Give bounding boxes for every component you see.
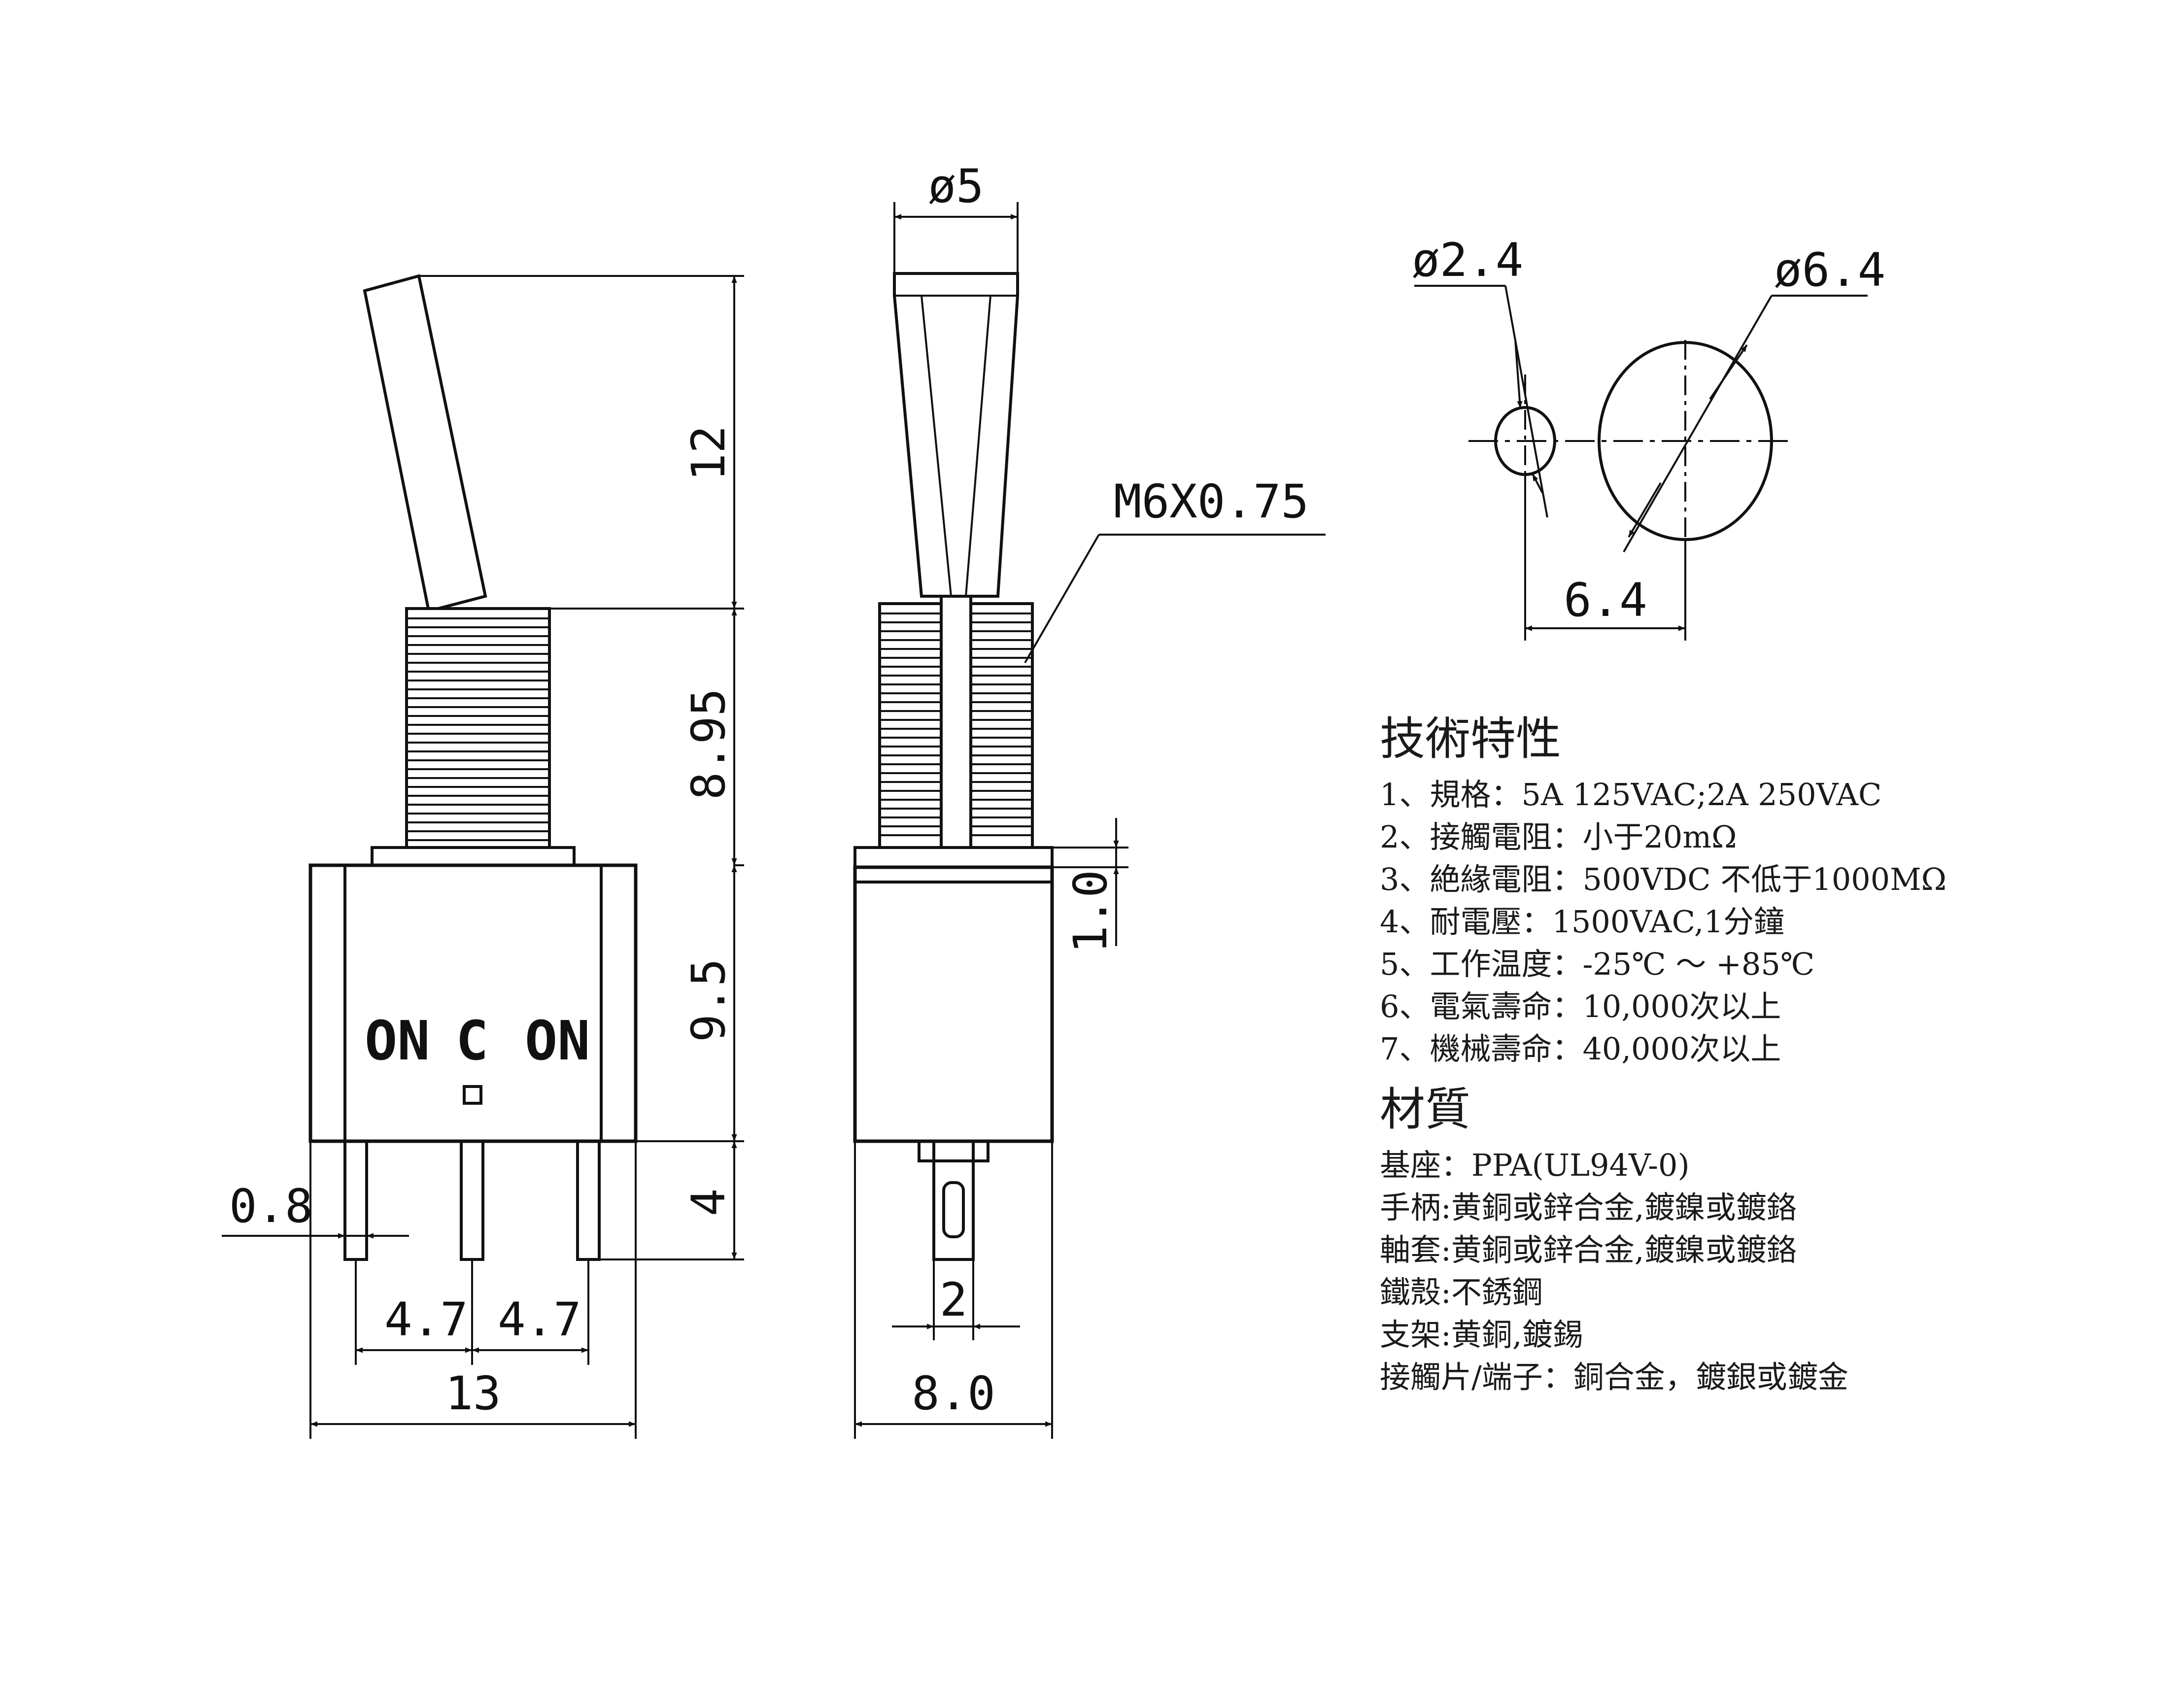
center-marker-square xyxy=(463,1085,482,1105)
dim-bushing-height: 8.95 xyxy=(682,688,736,800)
side-lever xyxy=(893,272,1019,598)
material-bushing: 軸套:黄銅或鋅合金,鍍鎳或鍍鉻 xyxy=(1380,1232,1797,1268)
dim-lever-height: 12 xyxy=(682,425,736,481)
material-shell: 鐵殼:不銹鋼 xyxy=(1380,1274,1543,1310)
spec-mechanical-life: 7、機械壽命：40,000次以上 xyxy=(1380,1031,1781,1067)
spec-insulation-resistance: 3、絶緣電阻：500VDC 不低于1000MΩ xyxy=(1380,861,1947,897)
small-hole xyxy=(1494,406,1556,476)
specifications-panel: 技術特性 1、規格：5A 125VAC;2A 250VAC 2、接觸電阻：小于2… xyxy=(1380,710,2149,1398)
dim-hole-spacing: 6.4 xyxy=(1564,574,1647,627)
front-bushing-threads xyxy=(407,617,549,841)
spec-operating-temperature: 5、工作温度：-25℃ ～ +85℃ xyxy=(1380,946,1815,982)
material-bracket: 支架:黄銅,鍍錫 xyxy=(1380,1317,1583,1353)
spec-electrical-life: 6、電氣壽命：10,000次以上 xyxy=(1380,988,1781,1024)
dim-terminal-height: 4 xyxy=(682,1189,736,1217)
spec-rating: 1、規格：5A 125VAC;2A 250VAC xyxy=(1380,777,1882,813)
side-terminal xyxy=(932,1140,975,1261)
front-bushing xyxy=(405,607,551,849)
dim-pitch-right: 4.7 xyxy=(498,1293,581,1347)
front-lever xyxy=(363,274,487,613)
technical-title: 技術特性 xyxy=(1380,713,1562,765)
front-body xyxy=(308,863,638,1143)
front-flange xyxy=(371,846,576,867)
label-on-right: ON xyxy=(525,1009,590,1072)
dim-body-width-side: 8.0 xyxy=(912,1367,995,1421)
front-view: ON C ON 12 8.95 9.5 4 0.8 4.7 4.7 13 xyxy=(222,274,744,1439)
dim-terminal-width: 0.8 xyxy=(229,1180,313,1233)
side-flange xyxy=(853,846,1054,869)
label-common: C xyxy=(456,1009,488,1072)
dim-body-height: 9.5 xyxy=(682,958,736,1042)
thread-callout: M6X0.75 xyxy=(1114,475,1309,529)
side-view: ø5 M6X0.75 1.0 2 8. xyxy=(853,160,1326,1439)
material-title: 材質 xyxy=(1380,1083,1471,1136)
dim-flange-thickness: 1.0 xyxy=(1064,870,1118,953)
material-base: 基座：PPA(UL94V-0) xyxy=(1380,1147,1690,1183)
side-body xyxy=(853,865,1054,1143)
material-contacts: 接觸片/端子：銅合金，鍍銀或鍍金 xyxy=(1380,1359,1848,1395)
dim-lever-diameter: ø5 xyxy=(928,160,984,213)
panel-cutout: ø2.4 ø6.4 6.4 xyxy=(1412,234,1885,641)
dim-body-width-front: 13 xyxy=(445,1367,501,1421)
dim-large-hole: ø6.4 xyxy=(1774,243,1885,297)
dim-small-hole: ø2.4 xyxy=(1412,234,1523,287)
front-terminal-right xyxy=(576,1140,601,1261)
spec-contact-resistance: 2、接觸電阻：小于20mΩ xyxy=(1380,819,1737,855)
label-on-left: ON xyxy=(365,1009,430,1072)
front-terminal-left xyxy=(343,1140,368,1261)
front-terminal-center xyxy=(460,1140,484,1261)
dim-pitch-left: 4.7 xyxy=(384,1293,468,1347)
dim-side-terminal: 2 xyxy=(940,1273,968,1327)
material-handle: 手柄:黄銅或鋅合金,鍍鎳或鍍鉻 xyxy=(1380,1189,1797,1225)
spec-dielectric-strength: 4、耐電壓：1500VAC,1分鐘 xyxy=(1380,904,1784,940)
